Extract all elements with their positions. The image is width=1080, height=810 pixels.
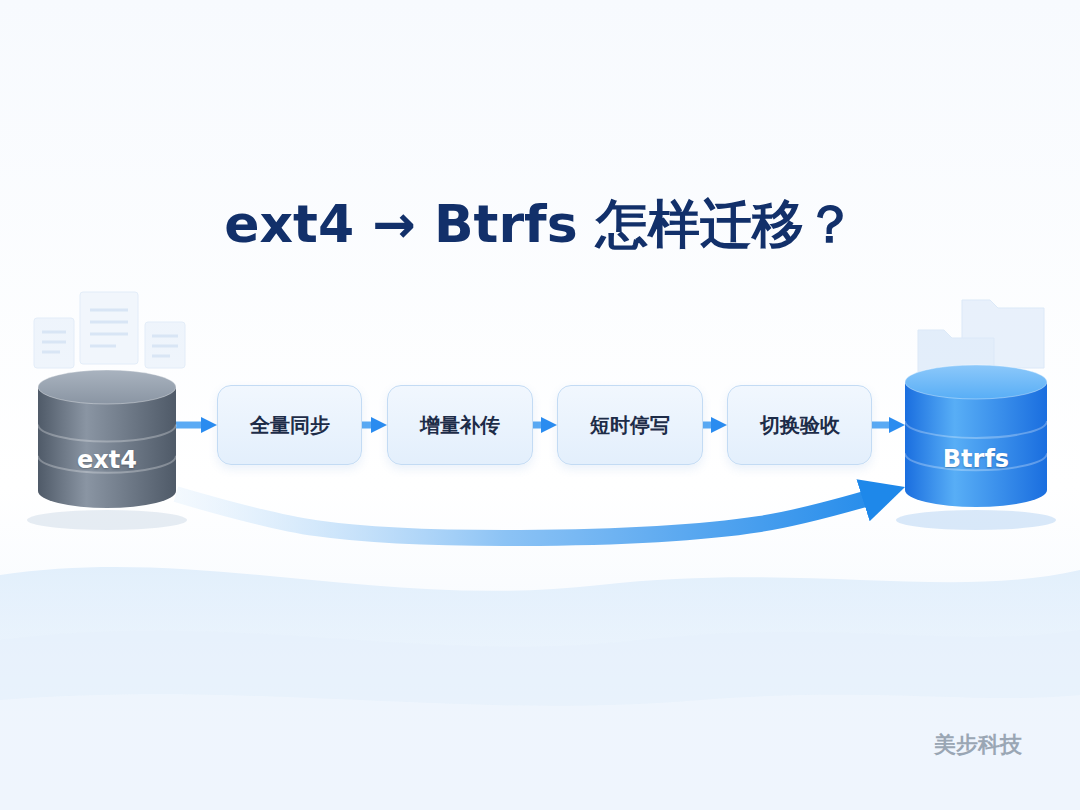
document-icon (145, 322, 185, 368)
volume-label: ext4 (77, 446, 137, 474)
source-volume: ext4 (38, 370, 176, 508)
wave (0, 694, 1080, 810)
cylinder-shape (38, 370, 176, 508)
wave (0, 630, 1080, 810)
step-label: 短时停写 (590, 412, 670, 439)
title: ext4 → Btrfs 怎样迁移？ (0, 190, 1080, 260)
step-arrow (362, 422, 387, 429)
process-step: 短时停写 (557, 385, 703, 465)
process-step: 切换验收 (727, 385, 872, 465)
document-icons (34, 292, 185, 368)
cylinder-band (905, 421, 1047, 438)
step-label: 全量同步 (250, 412, 330, 439)
step-arrow (703, 422, 727, 429)
flow-arrow (176, 487, 905, 538)
cylinder-body (38, 387, 176, 508)
step-arrow (872, 422, 905, 429)
cylinder-top (905, 365, 1047, 399)
cylinder-top (38, 370, 176, 404)
volume-label: Btrfs (943, 445, 1009, 473)
document-icon (80, 292, 138, 364)
shadow (896, 510, 1056, 530)
watermark: 美步科技 (934, 730, 1022, 760)
step-label: 增量补传 (420, 412, 500, 439)
cylinder-body (905, 382, 1047, 507)
step-label: 切换验收 (760, 412, 840, 439)
target-volume: Btrfs (905, 365, 1047, 507)
cylinder-band (38, 424, 176, 441)
shadow (27, 510, 187, 530)
step-arrow (533, 422, 557, 429)
wave (0, 567, 1080, 810)
process-step: 增量补传 (387, 385, 533, 465)
step-arrow (176, 422, 217, 429)
document-icon (34, 318, 74, 368)
process-step: 全量同步 (217, 385, 362, 465)
cylinder-shape (905, 365, 1047, 507)
